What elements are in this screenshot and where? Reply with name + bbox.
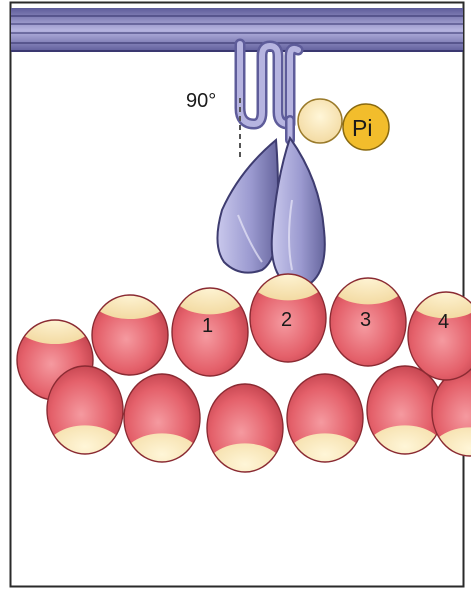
myosin-coiled-neck [240,44,298,140]
actin-subunit-number-3: 3 [360,309,371,331]
actin-subunit-front-1 [122,374,202,486]
myosin-head [217,138,324,287]
actin-subunit-front-0 [45,366,125,478]
actin-subunit-number-4: 4 [438,311,449,333]
actin-filament-front-row [45,366,471,496]
actin-subunit-front-3 [285,374,365,486]
phosphate-label: Pi [352,115,372,141]
actin-subunit-front-2 [205,384,285,496]
actin-subunit-back-1 [90,275,170,375]
angle-label: 90° [186,90,216,112]
actin-subunit-number-2: 2 [281,309,292,331]
adp-circle [298,99,342,143]
actin-subunit-number-1: 1 [202,315,213,337]
